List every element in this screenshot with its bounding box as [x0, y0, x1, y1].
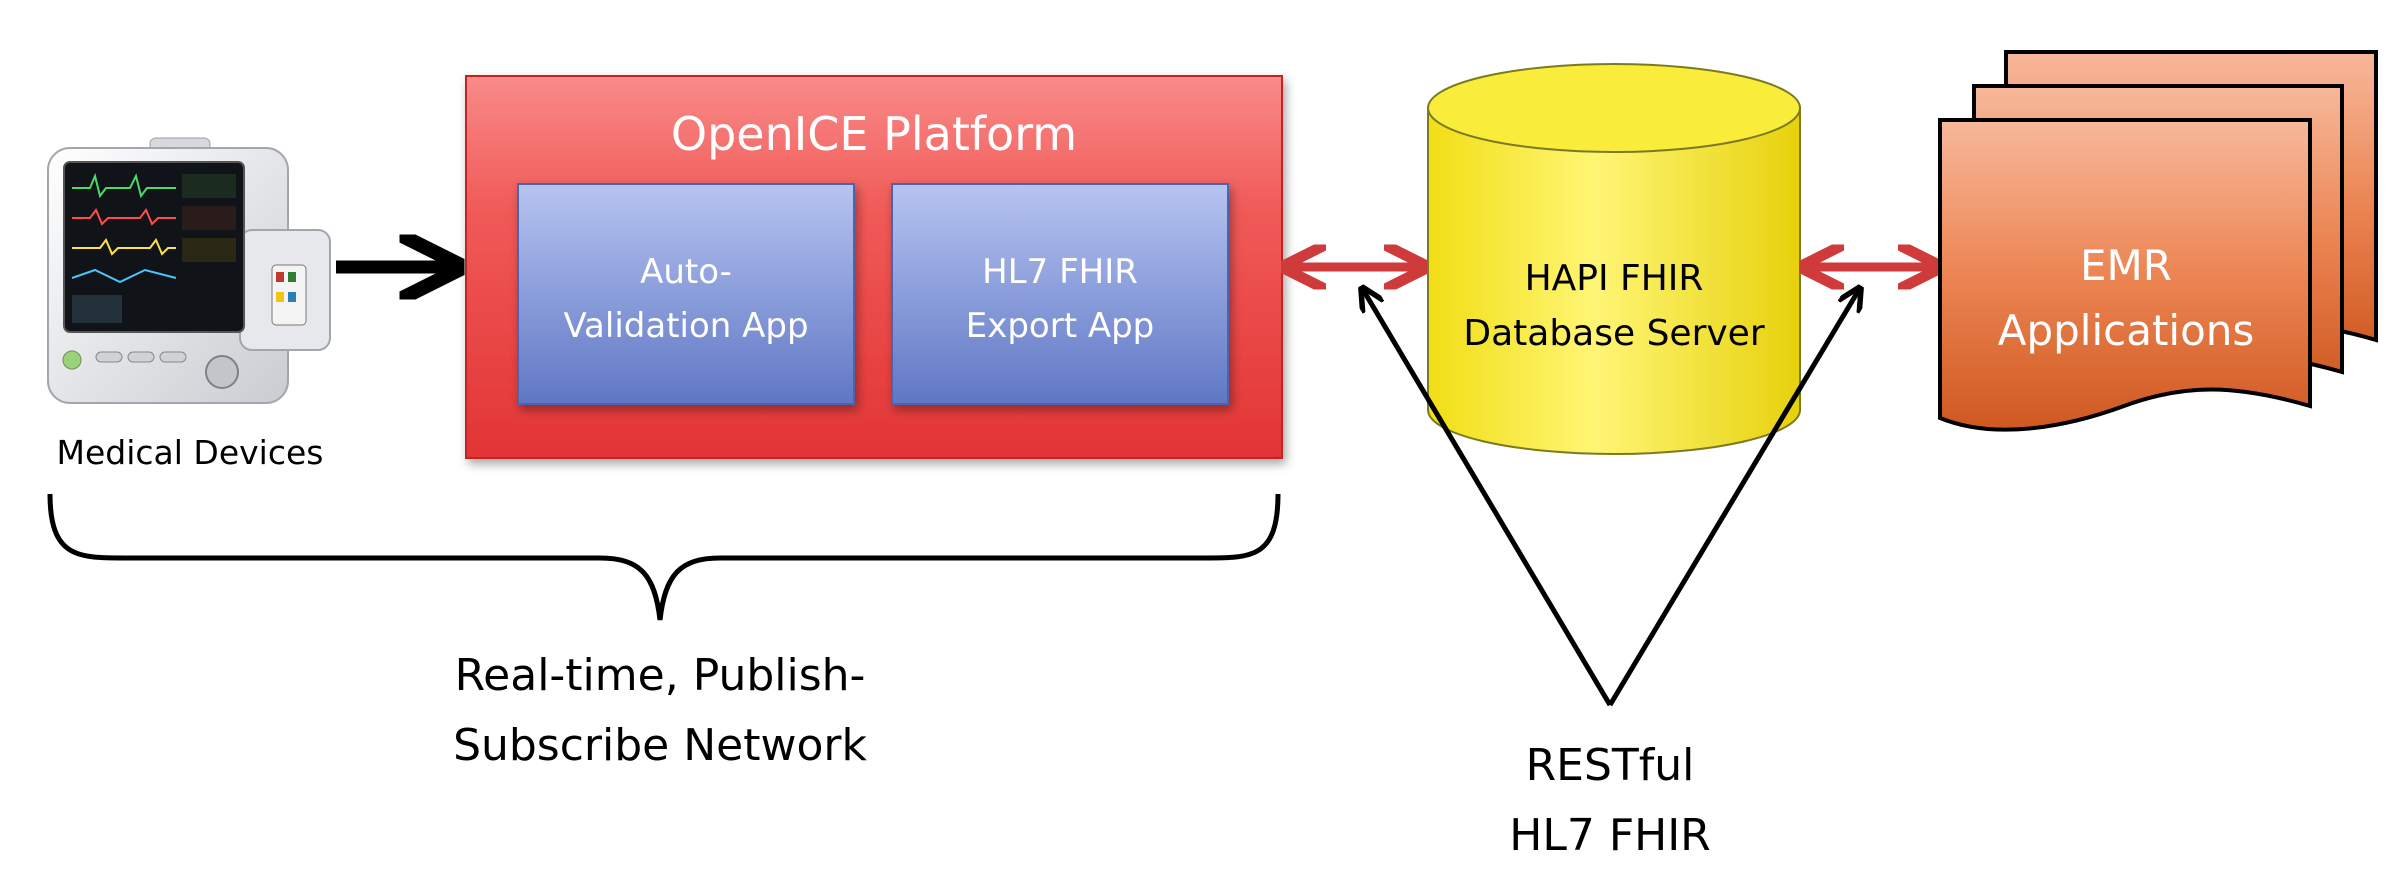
restful-arrow-right [1607, 288, 1860, 707]
openice-platform-box: OpenICE Platform Auto- Validation App HL… [465, 75, 1283, 459]
database-label-line2: Database Server [1463, 313, 1764, 354]
emr-applications-stack-icon: EMR Applications [1938, 50, 2378, 432]
fhir-export-app-box: HL7 FHIR Export App [891, 183, 1229, 405]
auto-validation-app-box: Auto- Validation App [517, 183, 855, 405]
fhir-export-app-line1: HL7 FHIR [982, 252, 1138, 292]
database-cylinder-icon: HAPI FHIR Database Server [1427, 63, 1801, 455]
emr-label-line1: EMR [2080, 241, 2172, 290]
network-label-line1: Real-time, Publish- [455, 650, 866, 701]
network-brace [47, 493, 1281, 621]
restful-label-line1: RESTful [1526, 740, 1695, 791]
medical-devices-label: Medical Devices [57, 433, 324, 472]
database-label-line1: HAPI FHIR [1525, 258, 1704, 299]
auto-validation-app-line1: Auto- [640, 252, 732, 292]
restful-arrow-left [1362, 288, 1613, 707]
emr-label-line2: Applications [1998, 306, 2255, 355]
fhir-export-app-line2: Export App [966, 306, 1155, 346]
restful-label-line2: HL7 FHIR [1509, 810, 1711, 861]
network-label-line2: Subscribe Network [453, 720, 867, 771]
auto-validation-app-line2: Validation App [563, 306, 808, 346]
medical-device-monitor-icon [47, 137, 331, 404]
platform-title: OpenICE Platform [671, 107, 1077, 161]
